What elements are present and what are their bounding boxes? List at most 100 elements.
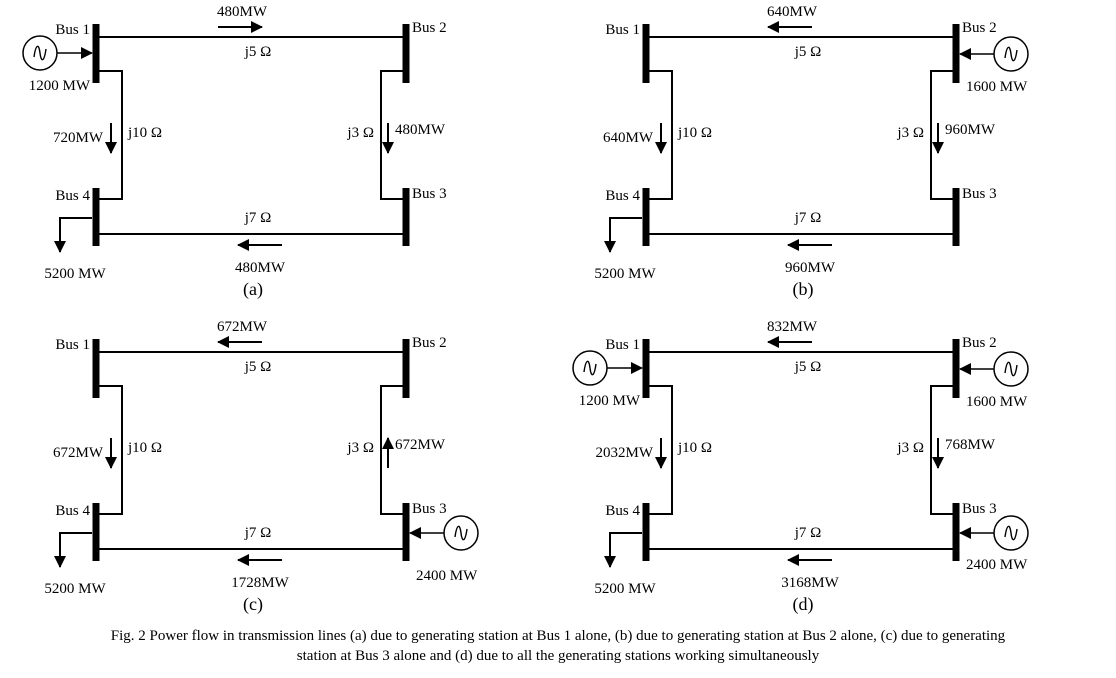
load-arrow-icon bbox=[54, 532, 92, 568]
bus-label-2: Bus 2 bbox=[962, 20, 997, 36]
figure-caption-line-1: Fig. 2 Power flow in transmission lines … bbox=[110, 628, 1006, 644]
impedance-label-l23: j3 Ω bbox=[346, 125, 374, 141]
flow-label-l34: 480MW bbox=[235, 260, 286, 276]
sine-wave-icon bbox=[454, 525, 468, 541]
bus-label-4: Bus 4 bbox=[55, 188, 90, 204]
impedance-label-l12: j5 Ω bbox=[794, 44, 822, 60]
bus-label-1: Bus 1 bbox=[55, 22, 90, 38]
generator-output-label-bus2: 1600 MW bbox=[966, 394, 1028, 410]
impedance-label-l14: j10 Ω bbox=[677, 125, 712, 141]
flow-label-l23: 768MW bbox=[945, 437, 996, 453]
impedance-label-l34: j7 Ω bbox=[244, 525, 272, 541]
line-bus1-bus4 bbox=[99, 70, 123, 200]
impedance-label-l34: j7 Ω bbox=[794, 210, 822, 226]
panel-b: Bus 1 Bus 2 Bus 3 Bus 4 j5 Ω j10 Ω j3 Ω j7 Ω 640… bbox=[594, 4, 1029, 300]
load-label: 5200 MW bbox=[594, 266, 656, 282]
impedance-label-l12: j5 Ω bbox=[244, 359, 272, 375]
sine-wave-icon bbox=[583, 360, 597, 376]
bus-bar-3 bbox=[952, 503, 960, 561]
sine-wave-icon bbox=[1004, 361, 1018, 377]
panel-a: Bus 1 Bus 2 Bus 3 Bus 4 j5 Ω j10 Ω j3 Ω j7 Ω 480… bbox=[22, 4, 447, 300]
panel-label: (d) bbox=[793, 594, 814, 615]
generator-output-label-bus2: 1600 MW bbox=[966, 79, 1028, 95]
bus-bar-1 bbox=[642, 339, 650, 398]
line-bus2-bus3 bbox=[380, 70, 403, 200]
load-arrow-icon bbox=[604, 217, 642, 253]
bus-bar-3 bbox=[402, 503, 410, 561]
load-label: 5200 MW bbox=[44, 266, 106, 282]
bus-bar-2 bbox=[402, 24, 410, 83]
load-label: 5200 MW bbox=[44, 581, 106, 597]
flow-label-l23: 960MW bbox=[945, 122, 996, 138]
flow-label-l14: 720MW bbox=[53, 130, 104, 146]
impedance-label-l23: j3 Ω bbox=[896, 125, 924, 141]
flow-label-l14: 672MW bbox=[53, 445, 104, 461]
bus-bar-2 bbox=[952, 24, 960, 83]
bus-bar-4 bbox=[92, 188, 100, 246]
line-bus1-bus4 bbox=[99, 385, 123, 515]
panel-label: (c) bbox=[243, 594, 263, 615]
bus-bar-4 bbox=[642, 188, 650, 246]
bus-label-1: Bus 1 bbox=[605, 22, 640, 38]
flow-label-l14: 2032MW bbox=[596, 445, 654, 461]
generator-icon bbox=[993, 36, 1029, 72]
panel-label: (a) bbox=[243, 279, 263, 300]
generator-output-label-bus3: 2400 MW bbox=[416, 568, 478, 584]
line-bus2-bus3 bbox=[380, 385, 403, 515]
bus-bar-4 bbox=[92, 503, 100, 561]
bus-label-3: Bus 3 bbox=[962, 186, 997, 202]
generator-output-label-bus1: 1200 MW bbox=[579, 393, 641, 409]
impedance-label-l12: j5 Ω bbox=[244, 44, 272, 60]
bus-label-4: Bus 4 bbox=[55, 503, 90, 519]
generator-icon bbox=[22, 35, 58, 71]
generator-output-label-bus3: 2400 MW bbox=[966, 557, 1028, 573]
flow-label-l23: 480MW bbox=[395, 122, 446, 138]
generator-output-label-bus1: 1200 MW bbox=[29, 78, 91, 94]
impedance-label-l14: j10 Ω bbox=[677, 440, 712, 456]
figure-caption-line-2: station at Bus 3 alone and (d) due to al… bbox=[296, 648, 820, 664]
flow-label-l34: 1728MW bbox=[231, 575, 289, 591]
generator-icon bbox=[443, 515, 479, 551]
load-arrow-icon bbox=[604, 532, 642, 568]
bus-bar-2 bbox=[402, 339, 410, 398]
bus-label-1: Bus 1 bbox=[55, 337, 90, 353]
generator-icon bbox=[993, 351, 1029, 387]
bus-bar-1 bbox=[92, 339, 100, 398]
bus-label-3: Bus 3 bbox=[412, 186, 447, 202]
flow-label-l12: 832MW bbox=[767, 319, 818, 335]
flow-label-l34: 960MW bbox=[785, 260, 836, 276]
bus-label-4: Bus 4 bbox=[605, 188, 640, 204]
impedance-label-l34: j7 Ω bbox=[244, 210, 272, 226]
sine-wave-icon bbox=[1004, 46, 1018, 62]
bus-label-2: Bus 2 bbox=[962, 335, 997, 351]
sine-wave-icon bbox=[1004, 525, 1018, 541]
impedance-label-l14: j10 Ω bbox=[127, 440, 162, 456]
bus-label-1: Bus 1 bbox=[605, 337, 640, 353]
bus-bar-3 bbox=[402, 188, 410, 246]
flow-label-l14: 640MW bbox=[603, 130, 654, 146]
impedance-label-l23: j3 Ω bbox=[346, 440, 374, 456]
flow-label-l23: 672MW bbox=[395, 437, 446, 453]
generator-icon bbox=[993, 515, 1029, 551]
impedance-label-l14: j10 Ω bbox=[127, 125, 162, 141]
bus-bar-1 bbox=[642, 24, 650, 83]
bus-bar-3 bbox=[952, 188, 960, 246]
line-bus1-bus4 bbox=[649, 385, 673, 515]
power-flow-figure: Bus 1 Bus 2 Bus 3 Bus 4 j5 Ω j10 Ω j3 Ω j7 Ω 480… bbox=[22, 4, 1029, 615]
flow-label-l12: 672MW bbox=[217, 319, 268, 335]
panel-label: (b) bbox=[793, 279, 814, 300]
flow-label-l12: 640MW bbox=[767, 4, 818, 20]
bus-label-2: Bus 2 bbox=[412, 335, 447, 351]
sine-wave-icon bbox=[33, 45, 47, 61]
bus-bar-4 bbox=[642, 503, 650, 561]
flow-label-l34: 3168MW bbox=[781, 575, 839, 591]
bus-label-2: Bus 2 bbox=[412, 20, 447, 36]
bus-bar-2 bbox=[952, 339, 960, 398]
line-bus1-bus4 bbox=[649, 70, 673, 200]
line-bus2-bus3 bbox=[930, 70, 953, 200]
bus-bar-1 bbox=[92, 24, 100, 83]
impedance-label-l12: j5 Ω bbox=[794, 359, 822, 375]
impedance-label-l23: j3 Ω bbox=[896, 440, 924, 456]
bus-label-4: Bus 4 bbox=[605, 503, 640, 519]
